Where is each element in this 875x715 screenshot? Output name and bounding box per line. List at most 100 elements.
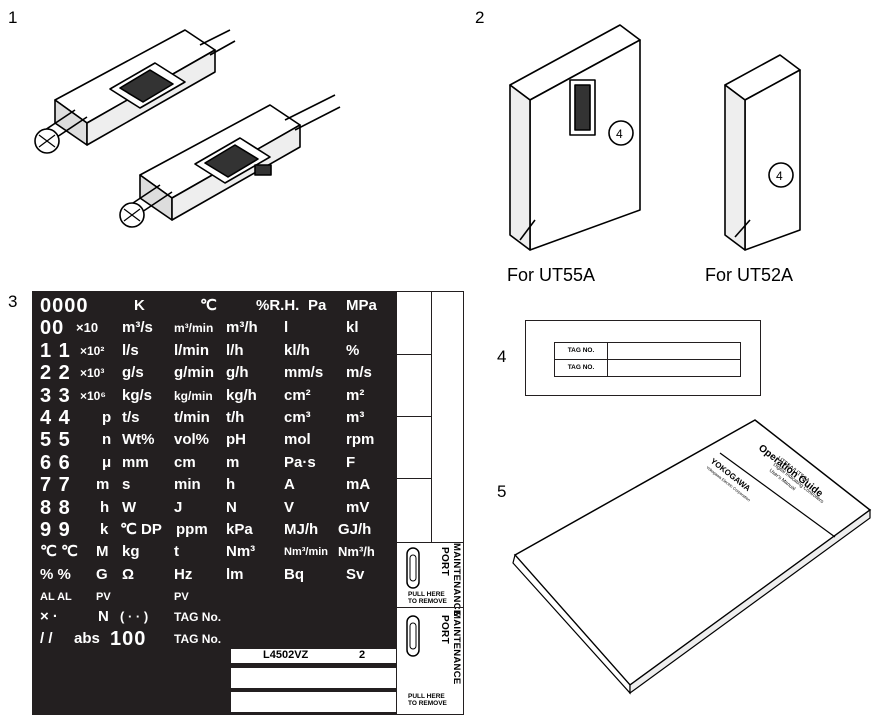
sticker-cell: kg/min (174, 388, 213, 403)
sticker-row: 9 9 k ℃ DP ppm kPa MJ/h GJ/h (36, 519, 396, 541)
sticker-cell: t (174, 543, 179, 561)
part-qty: 2 (359, 649, 366, 661)
sticker-cell: mV (346, 498, 370, 516)
sticker-cell: % % (40, 565, 71, 583)
sticker-cell: rpm (346, 431, 375, 449)
tag-no-label: TAG NO. (555, 343, 608, 359)
sticker-cell: 2 2 (40, 362, 71, 385)
sticker-cell: TAG No. (174, 610, 222, 625)
sticker-cell: m (96, 476, 110, 494)
sticker-cell: Nm³/min (284, 546, 328, 559)
terminal-covers-drawing: 4 4 (509, 24, 801, 251)
sticker-row: % % G Ω Hz lm Bq Sv (36, 564, 396, 586)
tag-no-label: TAG NO. (555, 360, 608, 376)
sticker-cell: m³/min (174, 321, 214, 336)
sticker-cell: s (122, 476, 131, 494)
item-number-1: 1 (8, 8, 18, 27)
sticker-cell: ℃ DP (120, 520, 162, 538)
sticker-cell: g/h (226, 364, 249, 382)
sticker-black-area (32, 291, 396, 715)
sticker-cell: ×10³ (80, 366, 105, 381)
sticker-cell: ppm (176, 520, 208, 538)
sticker-cell: Hz (174, 565, 193, 583)
sticker-cell: cm (174, 453, 196, 471)
tag-cell-row (32, 667, 397, 688)
sticker-row: 7 7 m s min h A mA (36, 474, 396, 496)
sticker-row: 8 8 h W J N V mV (36, 497, 396, 519)
sticker-cell: TAG No. (174, 632, 222, 647)
sticker-cell: K (134, 297, 145, 314)
tag-cell-row (32, 691, 397, 712)
sticker-row: 00 ×10 m³/s m³/min m³/h l kl (36, 317, 396, 339)
sticker-cell: N (226, 498, 237, 516)
maintenance-port-label-2: MAINTENANCE PORT PULL HERE TO REMOVE (396, 609, 464, 707)
item-number-5: 5 (497, 482, 507, 501)
sticker-cell: M (96, 543, 109, 561)
item-number-4: 4 (497, 347, 507, 366)
sticker-cell: m/s (346, 364, 372, 382)
sticker-cell: Bq (284, 565, 304, 583)
part-code: L4502VZ (263, 649, 309, 661)
sticker-cell: Wt% (122, 431, 155, 449)
sticker-cell: 3 3 (40, 384, 71, 407)
sticker-row: ℃ ℃ M kg t Nm³ Nm³/min Nm³/h (36, 541, 396, 563)
sticker-cell: ×10 (76, 320, 99, 336)
sticker-cell: mm (122, 453, 149, 471)
sticker-cell: W (122, 498, 137, 516)
sticker-row: AL AL PV PV (36, 586, 396, 606)
sticker-cell: Pa·s (284, 453, 316, 471)
port-text: PORT (439, 547, 450, 576)
sticker-cell: MPa (346, 297, 377, 314)
sticker-cell: PV (96, 591, 111, 604)
sticker-cell: F (346, 453, 356, 471)
sticker-cell: A (284, 476, 295, 494)
part-code-row: L4502VZ 2 (32, 649, 397, 669)
mounting-brackets-drawing (34, 29, 341, 228)
usb-port-icon (406, 615, 420, 657)
sticker-cell: ℃ (200, 297, 217, 314)
sticker-cell: m³/s (122, 319, 153, 337)
sticker-cell: 7 7 (40, 474, 71, 497)
maintenance-text: MAINTENANCE (451, 543, 462, 617)
sticker-row: 0000 K ℃ %R.H. Pa MPa (36, 295, 396, 317)
sticker-cell: ×10⁶ (80, 388, 106, 403)
sticker-cell: t/s (122, 408, 140, 426)
sticker-cell: kPa (226, 520, 253, 538)
sticker-cell: cm³ (284, 408, 311, 426)
sticker-cell: mol (284, 431, 311, 449)
sticker-cell: 5 5 (40, 429, 71, 452)
item-number-2: 2 (475, 8, 485, 27)
sticker-cell: PV (174, 591, 189, 604)
maintenance-text: MAINTENANCE (451, 611, 462, 685)
sticker-cell: Sv (346, 565, 365, 583)
tag-number-sticker: TAG NO. TAG NO. (525, 320, 761, 396)
sticker-row: / / abs 100 TAG No. (36, 628, 396, 650)
sticker-cell: J (174, 498, 183, 516)
sticker-cell: h (100, 498, 110, 516)
sticker-cell: abs (74, 630, 100, 648)
tag-write-cell (230, 668, 397, 688)
sticker-cell: 1 1 (40, 339, 71, 362)
sticker-cell: m³/h (226, 319, 258, 337)
sticker-cell: kg (122, 543, 140, 561)
sticker-row: 3 3 ×10⁶ kg/s kg/min kg/h cm² m² (36, 385, 396, 407)
sticker-cell: %R.H. (256, 297, 300, 314)
svg-text:4: 4 (616, 127, 623, 141)
sticker-cell: 00 (40, 317, 65, 340)
maintenance-port-label-1: MAINTENANCE PORT PULL HERE TO REMOVE (396, 541, 464, 617)
tag-no-field: TAG NO. (554, 342, 741, 360)
usb-port-icon (406, 547, 420, 589)
sticker-cell: cm² (284, 386, 311, 404)
sticker-cell: 6 6 (40, 451, 71, 474)
unit-label-grid: 0000 K ℃ %R.H. Pa MPa 00 ×10 m³/s m³/min… (36, 295, 396, 650)
sticker-cell: kl/h (284, 341, 310, 359)
sticker-cell: mA (346, 476, 371, 494)
sticker-cell: × · (40, 608, 58, 626)
sticker-cell: 8 8 (40, 496, 71, 519)
sticker-cell: l/s (122, 341, 139, 359)
sticker-cell: AL AL (40, 591, 72, 604)
sticker-cell: l/h (226, 341, 244, 359)
sticker-row: 4 4 p t/s t/min t/h cm³ m³ (36, 407, 396, 429)
sticker-cell: t/min (174, 408, 210, 426)
sticker-row: 1 1 ×10² l/s l/min l/h kl/h % (36, 340, 396, 362)
